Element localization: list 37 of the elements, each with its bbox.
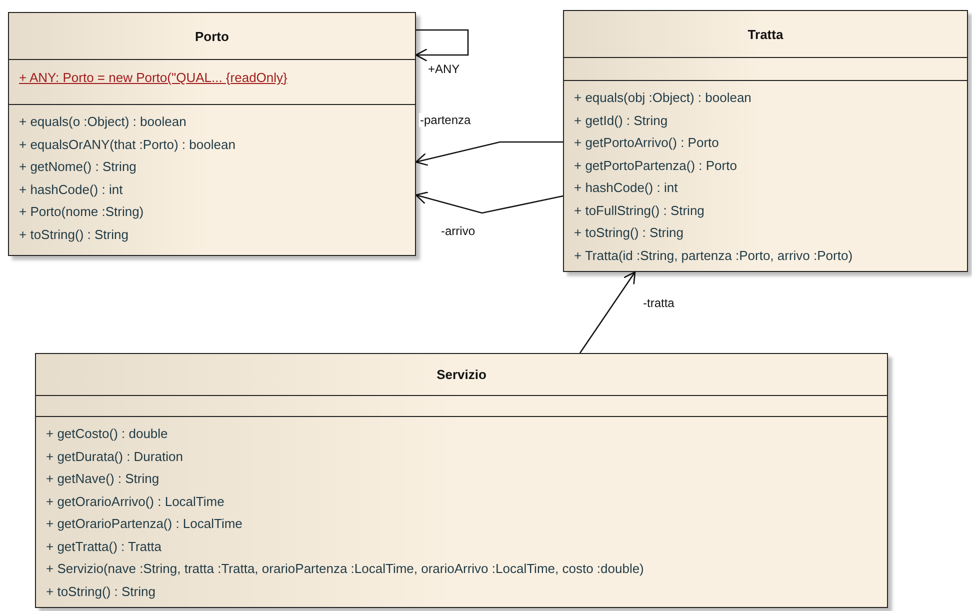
operation-text: + getCosto() : double [45, 425, 169, 443]
operation-text: + getId() : String [573, 112, 669, 130]
operation-text: + toString() : String [45, 582, 156, 601]
operation-text: + hashCode() : int [573, 179, 679, 197]
edge-label: -tratta [642, 296, 676, 310]
edge-label: -partenza [419, 113, 472, 127]
operation-text: + getTratta() : Tratta [45, 538, 162, 556]
operation-text: + getDurata() : Duration [45, 448, 184, 466]
association-arrow [415, 191, 564, 214]
operation-text: + getNome() : String [18, 158, 138, 176]
operation-text: + Porto(nome :String) [18, 203, 145, 221]
operation-text: + Tratta(id :String, partenza :Porto, arrivo :Porto) [573, 246, 854, 265]
operation-text: + toFullString() : String [573, 202, 706, 220]
association-arrow [579, 271, 636, 354]
class-name: Porto [195, 28, 229, 44]
operation-text: + equals(o :Object) : boolean [18, 113, 188, 131]
operation-text: + equals(obj :Object) : boolean [573, 89, 752, 107]
class-box [8, 12, 416, 256]
operation-text: + hashCode() : int [18, 180, 124, 199]
operation-text: + getPortoPartenza() : Porto [573, 156, 738, 175]
association-arrow [415, 141, 563, 166]
operation-text: + getPortoArrivo() : Porto [573, 134, 720, 152]
class-name: Tratta [748, 26, 784, 42]
operation-text: + Servizio(nave :String, tratta :Tratta, orarioPartenza :LocalTime, orarioArrivo :LocalTime, costo :double) [45, 560, 645, 578]
attribute-text: + ANY: Porto = new Porto("QUAL... {readOnly} [18, 69, 288, 87]
operation-text: + getOrarioPartenza() : LocalTime [45, 515, 244, 533]
class-box [35, 353, 888, 608]
operation-text: + equalsOrANY(that :Porto) : boolean [18, 136, 236, 154]
edge-label: -arrivo [440, 224, 476, 238]
operation-text: + getOrarioArrivo() : LocalTime [45, 492, 226, 511]
operation-text: + toString() : String [573, 224, 684, 242]
association-arrow [415, 29, 469, 62]
operation-text: + getNave() : String [45, 470, 160, 488]
operation-text: + toString() : String [18, 226, 130, 244]
class-name: Servizio [436, 367, 486, 382]
class-box [563, 10, 968, 272]
edge-label: +ANY [427, 62, 461, 76]
